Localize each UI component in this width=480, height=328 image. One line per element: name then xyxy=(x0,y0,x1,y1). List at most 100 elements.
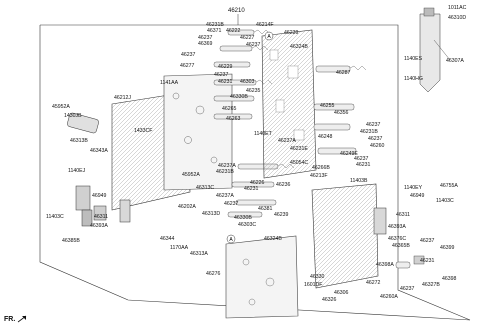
part-label: 46237 xyxy=(420,238,435,244)
part-label: 46237A xyxy=(278,138,296,144)
part-label: 46313B xyxy=(70,138,88,144)
part-label: 46237 xyxy=(400,286,415,292)
part-label: 46266B xyxy=(312,165,330,171)
part-label: 46330B xyxy=(234,215,252,221)
top-right-bracket xyxy=(419,7,451,93)
part-label: 11403C xyxy=(46,214,64,220)
part-label: 46303C xyxy=(238,222,257,228)
part-label: 1170AA xyxy=(170,245,189,251)
left-solenoid-cluster xyxy=(67,112,131,227)
part-label: 46237 xyxy=(366,122,381,128)
part-label: 45054C xyxy=(290,160,309,166)
part-label: 46343A xyxy=(90,148,108,154)
part-label: 46231 xyxy=(420,258,435,264)
lower-valve-body xyxy=(311,183,425,289)
part-label: 46222 xyxy=(226,28,241,34)
part-label: 46330B xyxy=(230,94,248,100)
right-spools xyxy=(313,65,367,155)
callout-a-upper: A xyxy=(264,31,274,41)
part-label: 46214F xyxy=(256,22,274,28)
part-label: 46239 xyxy=(284,30,299,36)
part-label: 1011AC xyxy=(448,5,467,11)
part-label: 1141AA xyxy=(160,80,179,86)
left-valve-body xyxy=(111,73,233,211)
part-label: 1140ET xyxy=(254,131,272,137)
part-label: 46398 xyxy=(442,276,457,282)
part-label: 46231 xyxy=(244,186,259,192)
part-label: 1430JB xyxy=(64,113,82,119)
part-label: 45952A xyxy=(52,104,70,110)
upper-valve-body xyxy=(261,29,317,179)
part-label: 46369 xyxy=(198,41,213,47)
fr-arrow-icon xyxy=(17,315,27,323)
part-label: 46237 xyxy=(368,136,383,142)
part-label: 46237 xyxy=(214,72,229,78)
part-label: 46237 xyxy=(198,35,213,41)
part-label: 46237 xyxy=(224,201,239,207)
part-label: 46277 xyxy=(180,63,195,69)
callout-a-lower: A xyxy=(226,234,236,244)
part-label: 46237A xyxy=(218,163,236,169)
part-label: 46376C xyxy=(388,236,407,242)
part-label: 46344 xyxy=(160,236,175,242)
part-label: 45952A xyxy=(182,172,200,178)
part-label: 46287 xyxy=(336,70,351,76)
part-label: 46231B xyxy=(216,169,234,175)
part-label: 46398A xyxy=(376,262,394,268)
part-label: 46272 xyxy=(366,280,381,286)
part-label: 46237 xyxy=(354,156,369,162)
part-label: 46393A xyxy=(388,224,406,230)
part-label: 1433CF xyxy=(134,128,153,134)
part-label: 46356 xyxy=(334,110,349,116)
part-label: 46265 xyxy=(222,106,237,112)
assembly-border xyxy=(39,14,471,321)
part-label: 1140EJ xyxy=(68,168,86,174)
part-label: 46311 xyxy=(396,212,411,218)
part-label: 46755A xyxy=(440,183,458,189)
part-label: 46212J xyxy=(114,95,132,101)
part-label: 1140EY xyxy=(404,185,423,191)
part-label: 46248 xyxy=(318,134,333,140)
part-label: 46381 xyxy=(258,206,273,212)
part-label: 46235 xyxy=(246,88,261,94)
fr-label: FR. xyxy=(4,316,16,323)
part-label: 46385B xyxy=(62,238,80,244)
part-label: 46260 xyxy=(370,143,385,149)
lower-plate xyxy=(225,235,299,319)
part-label: 46365B xyxy=(392,243,410,249)
part-label: 46326 xyxy=(322,297,337,303)
part-label: 46229 xyxy=(218,64,233,70)
part-label: 46260A xyxy=(380,294,398,300)
part-label: 46399 xyxy=(440,245,455,251)
assembly-number: 46210 xyxy=(228,8,245,14)
part-label: 46226 xyxy=(250,180,265,186)
part-label: 46231E xyxy=(290,146,308,152)
part-label: 46949 xyxy=(92,193,107,199)
part-label: 46239 xyxy=(274,212,289,218)
part-label: 46202A xyxy=(178,204,196,210)
part-label: 46330 xyxy=(310,274,325,280)
part-label: 46324B xyxy=(290,44,308,50)
part-label: 11403B xyxy=(350,178,368,184)
part-label: 46231B xyxy=(206,22,224,28)
part-label: 46393A xyxy=(90,223,108,229)
part-label: 1140HG xyxy=(404,76,423,82)
part-label: 1601DF xyxy=(304,282,323,288)
part-label: 46237A xyxy=(216,193,234,199)
part-label: 46227 xyxy=(240,35,255,41)
svg-text:A: A xyxy=(267,34,271,40)
part-label: 46306 xyxy=(334,290,349,296)
part-label: 46313D xyxy=(202,211,221,217)
part-label: 46236 xyxy=(276,182,291,188)
part-label: 46276 xyxy=(206,271,221,277)
part-label: 46255 xyxy=(320,103,335,109)
part-label: 46213F xyxy=(310,173,328,179)
part-label: 46231B xyxy=(360,129,378,135)
svg-text:A: A xyxy=(229,237,233,243)
part-label: 46231 xyxy=(218,79,233,85)
part-label: 46237 xyxy=(246,42,261,48)
part-label: 46949 xyxy=(410,193,425,199)
part-label: 46313C xyxy=(196,185,215,191)
part-label: 46231 xyxy=(356,162,371,168)
part-label: 11403C xyxy=(436,198,454,204)
